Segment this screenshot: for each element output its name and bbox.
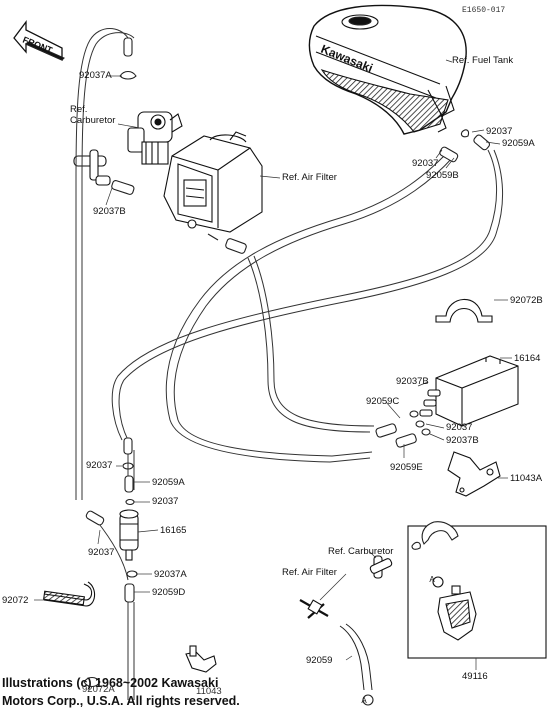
part-label: 92037 [88, 547, 115, 558]
part-label: 92037 [486, 126, 513, 137]
leader-lines [34, 59, 512, 670]
part-label: 11043 [196, 686, 222, 697]
part-label: 92037 [412, 158, 439, 169]
part-label: 92037 [446, 422, 473, 433]
part-label: 92037A [79, 70, 112, 81]
t-fitting-left [73, 149, 111, 186]
part-label: 92059B [426, 170, 459, 181]
copyright-line-1: Illustrations (c) 1968~2002 Kawasaki [2, 676, 219, 690]
bracket-11043a [447, 451, 501, 497]
part-label: 11043A [510, 473, 543, 484]
part-label: 92037B [446, 435, 479, 446]
part-label: 16164 [514, 353, 541, 364]
part-label: 92072B [510, 295, 543, 306]
diagram-code: E1650-017 [462, 6, 506, 15]
part-label: 92037 [86, 460, 113, 471]
fuel-tank-drawing: Kawasaki [308, 4, 467, 135]
cross-fitting [299, 599, 329, 619]
circle-a-label-1: A [429, 575, 435, 584]
part-label: 16165 [160, 525, 187, 536]
part-label: 92037 [152, 496, 179, 507]
carburetor-t-fitting [369, 555, 393, 579]
part-label: 92072 [2, 595, 29, 606]
part-label: 92037B [93, 206, 126, 217]
canister-drawing [419, 355, 519, 427]
part-label: 49116 [462, 671, 488, 682]
part-label: 92059A [152, 477, 185, 488]
part-label: 92037B [396, 376, 429, 387]
front-arrow-icon [13, 20, 65, 62]
carburetor-drawing [127, 111, 183, 165]
part-label: 92059D [152, 587, 186, 598]
ref-carburetor-box-label: Ref. Carburetor [328, 546, 394, 557]
part-label: 92072A [82, 684, 115, 695]
ref-air-filter-box-label: Ref. Air Filter [282, 567, 337, 578]
part-label: 92059E [390, 462, 423, 473]
part-label: 92037A [154, 569, 187, 580]
clamp-92072b [435, 298, 493, 323]
clamp-strap-92072 [43, 581, 96, 607]
ref-carburetor-top-line1: Ref. [70, 104, 88, 115]
circle-a-label-2: A [361, 696, 367, 705]
ref-air-filter-top-label: Ref. Air Filter [282, 172, 337, 183]
ref-carburetor-top-line2: Carburetor [70, 115, 116, 126]
copyright-line-2: Motors Corp., U.S.A. All rights reserved… [2, 694, 240, 708]
hose-lines [75, 28, 503, 700]
valve-49116 [432, 576, 477, 641]
air-filter-drawing [163, 131, 263, 233]
part-label: 92059C [366, 396, 400, 407]
part-label: 92059 [306, 655, 333, 666]
part-label: 92059A [502, 138, 535, 149]
fuel-filter-16165 [119, 509, 139, 561]
ref-fuel-tank-label: Ref. Fuel Tank [452, 55, 514, 66]
